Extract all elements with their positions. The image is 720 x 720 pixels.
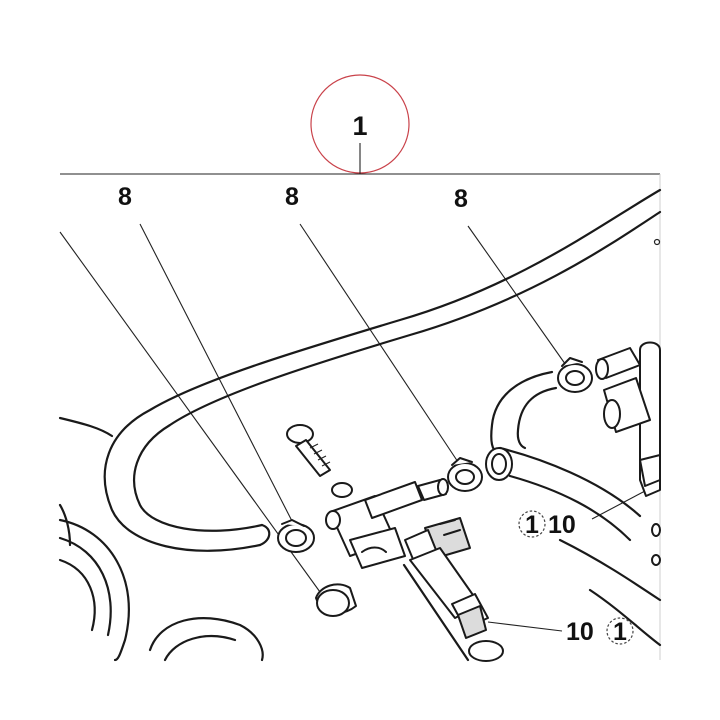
leader-callout-upper — [591, 490, 646, 520]
engine-cylinders — [58, 503, 264, 662]
hose-right-lower-b — [508, 474, 632, 542]
t-fitting-body — [325, 481, 423, 569]
injector-lower — [402, 547, 489, 662]
right-regulator — [603, 341, 661, 566]
main-reference-label: 1 — [352, 111, 367, 141]
clip-label-right: 8 — [454, 185, 468, 213]
leader-ring-left — [59, 231, 321, 593]
hose-stub-middle — [417, 478, 449, 501]
hose-end-cap — [258, 523, 271, 547]
clip-part-middle — [447, 457, 483, 492]
callout-lower-circle — [606, 617, 634, 645]
callout-upper-circle — [518, 510, 546, 538]
hose-outer-top — [103, 188, 662, 552]
hose-left-edge — [58, 416, 114, 438]
leader-clip-right — [467, 225, 569, 369]
fitting-top-right — [595, 347, 641, 380]
leader-clip-middle — [299, 223, 459, 463]
injector-seal-ring — [468, 640, 504, 662]
washer-small — [331, 482, 353, 498]
clip-label-middle: 8 — [285, 183, 299, 211]
hose-right-lower-a — [498, 446, 642, 518]
callout-lower-circled-label: 1 — [613, 618, 627, 646]
edge-mark — [653, 238, 661, 246]
leader-clip-left — [139, 223, 294, 524]
hose-right-lower-c — [558, 538, 662, 602]
callout-upper-circled-label: 1 — [525, 511, 539, 539]
leader-callout-lower — [487, 621, 563, 632]
callout-upper-label: 10 — [548, 511, 576, 539]
screw-part — [286, 424, 331, 477]
clip-part-left — [277, 519, 315, 553]
hose-right-inner — [516, 386, 558, 450]
hose-inner-top — [133, 210, 662, 532]
callout-lower-label: 10 — [566, 618, 594, 646]
hose-right-lower-d — [588, 588, 662, 647]
hose-ring-inner — [491, 453, 507, 475]
clip-label-left: 8 — [118, 183, 132, 211]
clip-part-right — [557, 357, 593, 393]
sleeve-ring — [315, 583, 357, 617]
